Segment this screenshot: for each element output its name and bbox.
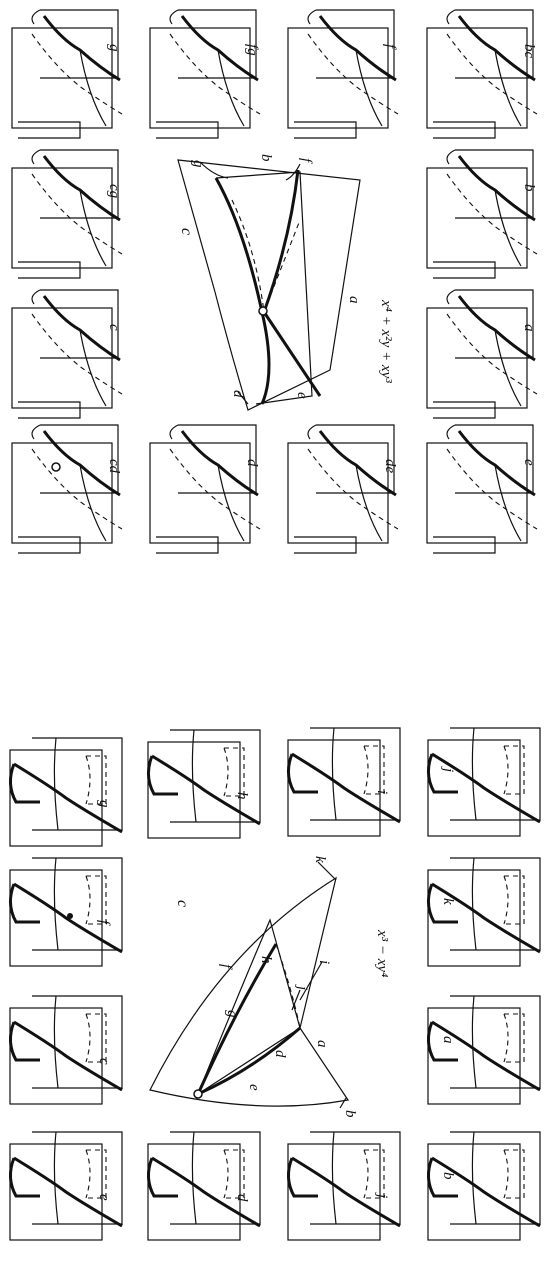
upper-bifurcation-diagram: g b f c d e a x⁴ + x²y + xy³ bbox=[178, 154, 394, 410]
equation: x³ − xy⁴ bbox=[374, 929, 390, 977]
label-f: f bbox=[218, 964, 234, 970]
label-g: g bbox=[190, 160, 206, 168]
label-c: c bbox=[178, 228, 195, 235]
panel-l-e: e bbox=[10, 1132, 122, 1240]
label-b: b bbox=[258, 154, 274, 162]
panel-label: bc bbox=[521, 44, 537, 59]
cusp-point bbox=[259, 307, 267, 315]
panel-label: h bbox=[234, 792, 250, 800]
label-d: d bbox=[230, 390, 246, 398]
panel-label: g bbox=[96, 800, 112, 808]
panel-label: e bbox=[96, 1194, 112, 1201]
panel-label: fg bbox=[244, 44, 260, 56]
panel-l-j1: j bbox=[288, 1132, 400, 1240]
panel-label: k bbox=[440, 898, 456, 905]
panel-u-g: g bbox=[12, 10, 122, 138]
label-c: c bbox=[174, 900, 191, 907]
label-h: h bbox=[258, 956, 274, 964]
panel-u-c: c bbox=[12, 290, 122, 418]
panel-l-j2: j bbox=[428, 728, 540, 836]
label-e: e bbox=[294, 392, 310, 399]
panel-label: f bbox=[382, 44, 398, 50]
panel-label: g bbox=[106, 44, 122, 52]
panel-label: d bbox=[244, 459, 260, 467]
panel-l-c: c bbox=[10, 996, 122, 1104]
panel-l-h: h bbox=[148, 730, 260, 838]
label-k: k bbox=[312, 856, 328, 863]
panel-label: cd bbox=[106, 459, 122, 474]
panel-label: e bbox=[521, 459, 537, 466]
panel-label: c bbox=[106, 324, 122, 331]
panel-u-fg: fg bbox=[150, 10, 260, 138]
panel-label: d bbox=[234, 1194, 250, 1202]
equation: x⁴ + x²y + xy³ bbox=[378, 299, 394, 383]
label-i: i bbox=[316, 960, 332, 964]
panel-label: b bbox=[440, 1172, 456, 1180]
panel-u-cg: cg bbox=[12, 150, 122, 278]
lower-family: g f c e h d i j bbox=[10, 728, 540, 1240]
panel-l-k: k bbox=[428, 858, 540, 966]
label-g: g bbox=[224, 1010, 240, 1018]
label-b: b bbox=[342, 1110, 358, 1118]
panel-u-bc: bc bbox=[427, 10, 537, 138]
panel-label: a bbox=[521, 324, 537, 332]
panel-u-cd: cd bbox=[12, 425, 122, 553]
pinch-point bbox=[67, 913, 73, 919]
panel-l-b: b bbox=[428, 1132, 540, 1240]
cusp-point bbox=[52, 463, 60, 471]
panel-label: a bbox=[440, 1036, 456, 1044]
panel-u-a: a bbox=[427, 290, 537, 418]
label-e: e bbox=[246, 1084, 262, 1091]
panel-l-f: f bbox=[10, 858, 122, 966]
panel-u-de: de bbox=[288, 425, 398, 553]
cusp-point bbox=[194, 1090, 202, 1098]
panel-l-i: i bbox=[288, 728, 400, 836]
panel-u-b: b bbox=[427, 150, 537, 278]
label-a: a bbox=[314, 1040, 330, 1048]
panel-label: f bbox=[96, 920, 112, 926]
panel-u-f: f bbox=[288, 10, 398, 138]
upper-family: g cg c cd fg d f de bbox=[12, 10, 537, 553]
panel-u-e: e bbox=[427, 425, 537, 553]
panel-label: i bbox=[374, 790, 390, 794]
panel-u-d: d bbox=[150, 425, 260, 553]
panel-l-d: d bbox=[148, 1132, 260, 1240]
label-f: f bbox=[298, 158, 314, 164]
lower-bifurcation-diagram: c k f g h e d j i a b x³ − xy⁴ bbox=[150, 856, 390, 1118]
panel-label: b bbox=[521, 184, 537, 192]
label-a: a bbox=[346, 296, 362, 304]
panel-label: cg bbox=[106, 184, 122, 199]
panel-label: c bbox=[96, 1058, 112, 1065]
panel-label: j bbox=[374, 1192, 390, 1198]
panel-label: de bbox=[382, 459, 398, 474]
panel-l-g: g bbox=[10, 738, 122, 846]
panel-l-a: a bbox=[428, 996, 540, 1104]
label-d: d bbox=[272, 1050, 288, 1058]
